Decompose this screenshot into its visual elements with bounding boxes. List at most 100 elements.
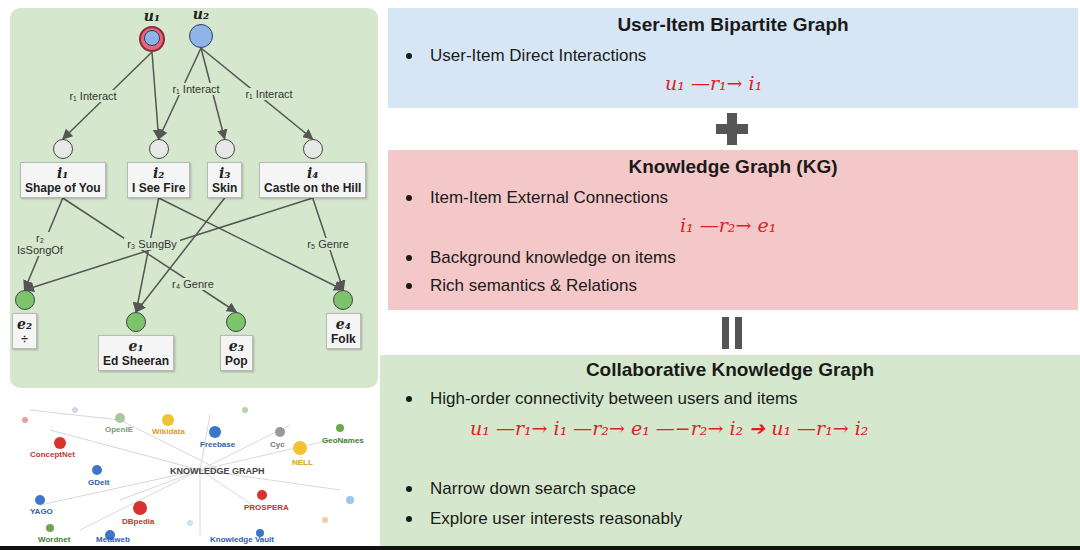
bullet-text: Rich semantics & Relations	[430, 276, 637, 296]
symbol: e₁	[103, 338, 169, 354]
name-text: ÷	[17, 332, 32, 346]
edge-label: r₂ IsSongOf	[12, 232, 68, 256]
name-text: Skin	[212, 181, 237, 195]
kg-name: GeoNames	[322, 436, 364, 445]
item-node: i₄Castle on the Hill	[259, 139, 366, 198]
kg-dots	[22, 407, 354, 540]
ent-node: e₄Folk	[326, 290, 361, 349]
band-heading: Knowledge Graph (KG)	[388, 156, 1078, 178]
item-circle	[303, 139, 323, 159]
entity-circle	[126, 312, 146, 332]
ent-node: e₂÷	[12, 290, 37, 349]
kg-links	[30, 410, 340, 535]
kg-name: NELL	[292, 458, 313, 467]
symbol: e₃	[225, 338, 248, 354]
item-node: i₂I See Fire	[127, 139, 190, 198]
bullet-text: High-order connectivity between users an…	[430, 389, 798, 409]
ent-node: e₃Pop	[220, 312, 253, 371]
info-band: Collaborative Knowledge GraphHigh-order …	[380, 355, 1080, 546]
edge-label: r₁ Interact	[241, 88, 297, 100]
bullet-dot	[406, 516, 412, 522]
kg-thumbnail	[10, 395, 378, 545]
symbol: e₄	[331, 316, 356, 332]
bullet-text: Narrow down search space	[430, 479, 636, 499]
user-circle	[139, 26, 165, 52]
user-circle	[189, 24, 213, 48]
kg-name: Freebase	[200, 440, 235, 449]
symbol: i₃	[212, 165, 237, 181]
kg-name: KNOWLEDGE GRAPH	[170, 466, 265, 476]
edge-label: r₁ Interact	[168, 83, 224, 95]
connector	[136, 198, 225, 312]
symbol: i₂	[132, 165, 185, 181]
kg-name: ConceptNet	[30, 450, 75, 459]
user-node: u₂	[189, 6, 213, 48]
ent-node: e₁Ed Sheeran	[98, 312, 174, 371]
kg-name: Cyc	[270, 440, 285, 449]
band-heading: User-Item Bipartite Graph	[388, 14, 1078, 36]
bullet-dot	[406, 486, 412, 492]
label-box: i₃Skin	[207, 162, 242, 198]
label-box: i₄Castle on the Hill	[259, 162, 366, 198]
name-text: Folk	[331, 332, 356, 346]
bullet-dot	[406, 396, 412, 402]
graph-panel	[10, 8, 378, 388]
bullet-dot	[406, 195, 412, 201]
user-node: u₁	[139, 8, 165, 52]
edge-label: r₃ SungBy	[124, 238, 180, 250]
edge-label: r₄ Genre	[165, 278, 221, 290]
label-box: i₁Shape of You	[20, 162, 106, 198]
bullet-text: Item-Item External Connections	[430, 188, 668, 208]
user-inner-circle	[144, 30, 160, 46]
bullet-dot	[406, 255, 412, 261]
kg-name: Metaweb	[96, 535, 130, 544]
item-node: i₃Skin	[207, 139, 242, 198]
connector	[136, 198, 159, 312]
equals-sign	[722, 317, 742, 349]
label-box: e₂÷	[12, 313, 37, 349]
symbol: i₁	[25, 165, 101, 181]
bottom-bar	[0, 546, 1080, 550]
connector	[152, 52, 159, 139]
bullet-dot	[406, 53, 412, 59]
entity-circle	[226, 312, 246, 332]
item-circle	[215, 139, 235, 159]
name-text: Shape of You	[25, 181, 101, 195]
label-box: e₁Ed Sheeran	[98, 335, 174, 371]
kg-name: Wordnet	[38, 535, 70, 544]
kg-name: DBpedia	[122, 517, 154, 526]
label-box: e₃Pop	[220, 335, 253, 371]
kg-name: YAGO	[30, 507, 53, 516]
kg-name: PROSPERA	[244, 503, 289, 512]
name-text: I See Fire	[132, 181, 185, 195]
edge-label: r₁ Interact	[65, 90, 121, 102]
formula: u₁ —r₁→ i₁	[665, 72, 762, 94]
item-node: i₁Shape of You	[20, 139, 106, 198]
name-text: Castle on the Hill	[264, 181, 361, 195]
label-box: i₂I See Fire	[127, 162, 190, 198]
item-circle	[149, 139, 169, 159]
bullet-text: Explore user interests reasonably	[430, 509, 682, 529]
connector	[63, 198, 237, 312]
kg-name: OpenIE	[105, 425, 133, 434]
bullet-text: User-Item Direct Interactions	[430, 46, 646, 66]
entity-circle	[333, 290, 353, 310]
kg-name: Wikidata	[152, 427, 185, 436]
plus-sign	[716, 113, 748, 145]
formula: u₁ —r₁→ i₁ —r₂→ e₁ —−r₂→ i₂ ➔ u₁ —r₁→ i₂	[470, 417, 868, 439]
bullet-text: Background knowledge on items	[430, 248, 676, 268]
bullet-dot	[406, 283, 412, 289]
kg-name: GDelt	[88, 478, 109, 487]
label-box: e₄Folk	[326, 313, 361, 349]
name-text: Pop	[225, 354, 248, 368]
entity-circle	[15, 290, 35, 310]
info-band: User-Item Bipartite GraphUser-Item Direc…	[388, 8, 1078, 108]
band-heading: Collaborative Knowledge Graph	[380, 359, 1080, 381]
symbol: i₄	[264, 165, 361, 181]
user-label: u₁	[144, 8, 160, 24]
user-label: u₂	[193, 6, 209, 22]
name-text: Ed Sheeran	[103, 354, 169, 368]
symbol: e₂	[17, 316, 32, 332]
item-circle	[53, 139, 73, 159]
